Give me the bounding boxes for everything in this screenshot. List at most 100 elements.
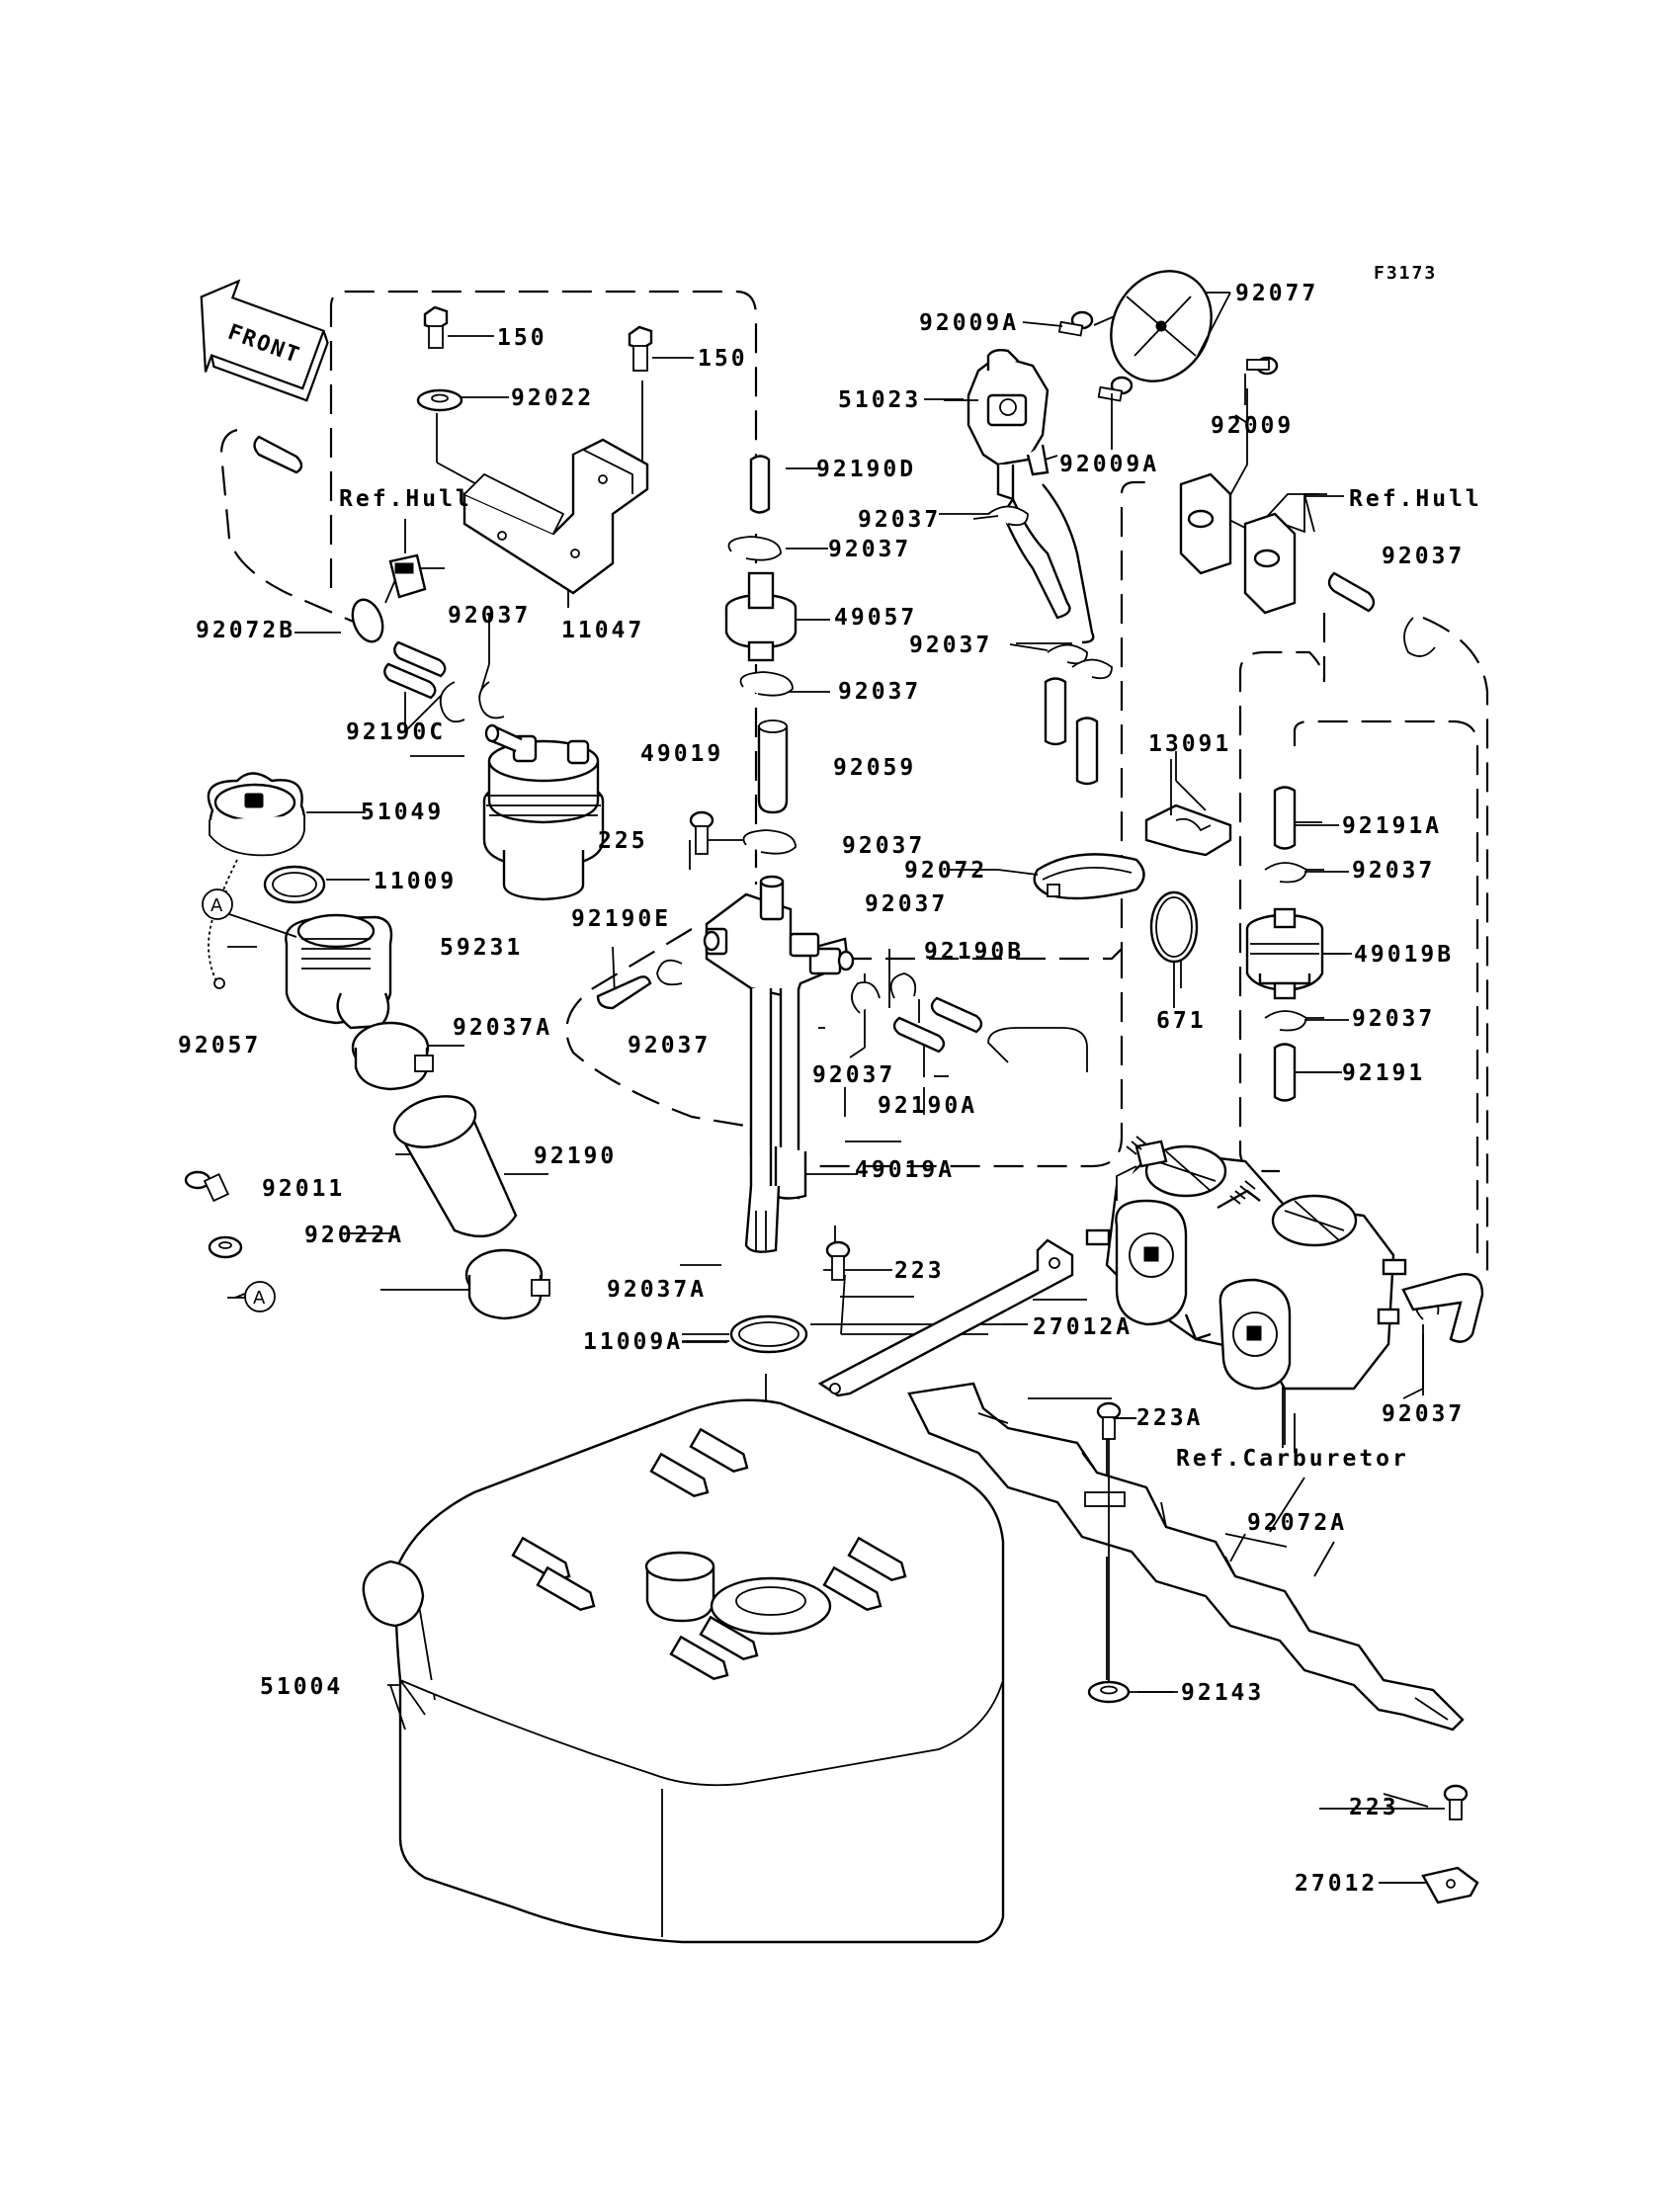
label-11009: 11009: [374, 869, 457, 894]
hose-92191: [1273, 1043, 1297, 1102]
clamp-92037a-top: [351, 1021, 434, 1091]
fuel-tap-assembly-49019a: [703, 875, 855, 1253]
check-valve-49057: [724, 571, 798, 662]
label-ref-hull-right: Ref.Hull: [1349, 486, 1482, 512]
figure-code: F3173: [1374, 263, 1437, 284]
label-92072b: 92072B: [196, 618, 295, 643]
fuel-filter-49019: [482, 723, 605, 901]
svg-text:A: A: [253, 1288, 266, 1309]
carburetor-assembly: [1085, 1136, 1407, 1391]
label-92037-j: 92037: [909, 633, 992, 658]
label-13091: 13091: [1148, 731, 1231, 757]
chain-92057: [208, 859, 238, 989]
svg-text:A: A: [210, 895, 223, 916]
callout-a-bottom: A: [244, 1281, 276, 1312]
label-92190b: 92190B: [924, 939, 1024, 965]
label-92009a-bottom: 92009A: [1059, 452, 1159, 477]
label-92037-f: 92037: [865, 891, 948, 917]
screw-223-center: [825, 1240, 851, 1281]
label-223-center: 223: [894, 1258, 945, 1284]
label-49019b: 49019B: [1354, 942, 1454, 968]
label-92037a-bottom: 92037A: [607, 1277, 707, 1303]
label-92190: 92190: [534, 1143, 617, 1169]
label-51023: 51023: [838, 387, 921, 413]
label-92037-h: 92037: [858, 507, 941, 533]
label-92009a-top: 92009A: [919, 310, 1019, 336]
washer-92143: [1087, 1680, 1131, 1704]
label-92037-b: 92037: [448, 603, 531, 629]
pump-outlet-hoses: [1001, 483, 1095, 644]
screw-92009a-top: [1057, 310, 1094, 337]
bolt-150-right: [628, 325, 653, 372]
hose-92190a: [892, 1016, 946, 1054]
label-223a: 223A: [1136, 1405, 1203, 1431]
callout-a-top: A: [202, 888, 297, 938]
hose-piece-left-top: [253, 435, 303, 474]
hose-92191a: [1273, 786, 1297, 850]
label-223-bottom-right: 223: [1349, 1795, 1399, 1820]
bolt-92011: [184, 1170, 229, 1203]
part-number-labels: 150 150 92022 Ref.Hull 92190D 92037 1104…: [178, 281, 1482, 1897]
clip-27012: [1421, 1866, 1479, 1904]
label-92037-l: 92037: [1352, 1006, 1435, 1032]
clips-92037-right-hose: [1047, 643, 1113, 680]
label-92143: 92143: [1181, 1680, 1264, 1706]
screw-92009a-bottom: [1097, 376, 1134, 402]
label-92037-c: 92037: [838, 679, 921, 705]
oring-671: [1149, 890, 1199, 964]
hull-clip-left: [388, 553, 427, 599]
washer-92022: [416, 388, 463, 412]
fuel-filter-49019b: [1245, 907, 1324, 1000]
label-92037-g: 92037: [812, 1062, 895, 1088]
label-92059: 92059: [833, 755, 916, 781]
screw-223a: [1096, 1401, 1122, 1440]
label-ref-hull-left: Ref.Hull: [339, 486, 472, 512]
clamp-92037a-bottom: [464, 1248, 550, 1320]
leader-lines-3: [389, 292, 1445, 1884]
label-92037-a: 92037: [828, 537, 911, 562]
hose-pieces-center-right: [1044, 677, 1099, 786]
label-92011: 92011: [262, 1176, 345, 1202]
label-51004: 51004: [260, 1674, 343, 1700]
fuel-pump-51023: [966, 348, 1050, 501]
holder-13091: [1144, 803, 1232, 857]
clips-92037-center: [727, 536, 797, 855]
hose-92190c: [383, 640, 447, 700]
label-671: 671: [1156, 1008, 1207, 1034]
label-92190a: 92190A: [878, 1093, 977, 1119]
label-92037-d: 92037: [842, 833, 925, 859]
clip-92037-pump: [987, 505, 1029, 527]
label-92191a: 92191A: [1342, 813, 1442, 839]
bracket-11047: [462, 438, 649, 595]
screw-92009: [1246, 356, 1279, 376]
label-92077: 92077: [1235, 281, 1318, 306]
clamp-band-92072: [1033, 853, 1145, 900]
filler-cap-51049: [207, 772, 306, 857]
label-92057: 92057: [178, 1033, 261, 1058]
hose-92190: [392, 1095, 518, 1238]
filler-neck-59231: [285, 913, 393, 1030]
label-150-left: 150: [497, 325, 547, 351]
label-92022a: 92022A: [304, 1223, 404, 1248]
label-92190e: 92190E: [571, 906, 671, 932]
strap-92072a: [907, 1382, 1465, 1732]
screw-223-bottom-right: [1443, 1784, 1469, 1820]
clips-92037-right-column: [1264, 862, 1307, 1032]
label-11047: 11047: [561, 618, 644, 643]
label-92191: 92191: [1342, 1060, 1425, 1086]
hose-92190d: [749, 455, 771, 514]
label-92037-e: 92037: [628, 1033, 711, 1058]
clips-92037-left: [439, 681, 505, 723]
label-27012: 27012: [1295, 1871, 1378, 1897]
label-225: 225: [598, 828, 648, 854]
front-arrow-label: FRONT: [224, 320, 303, 370]
label-ref-carburetor: Ref.Carburetor: [1176, 1446, 1409, 1472]
bolt-150-left: [423, 305, 449, 349]
label-92037-m: 92037: [1382, 1401, 1465, 1427]
label-92009: 92009: [1211, 413, 1294, 439]
fuel-tank-51004: [362, 1398, 1005, 1944]
clip-92037-right: [1403, 617, 1436, 657]
label-51049: 51049: [361, 800, 444, 825]
